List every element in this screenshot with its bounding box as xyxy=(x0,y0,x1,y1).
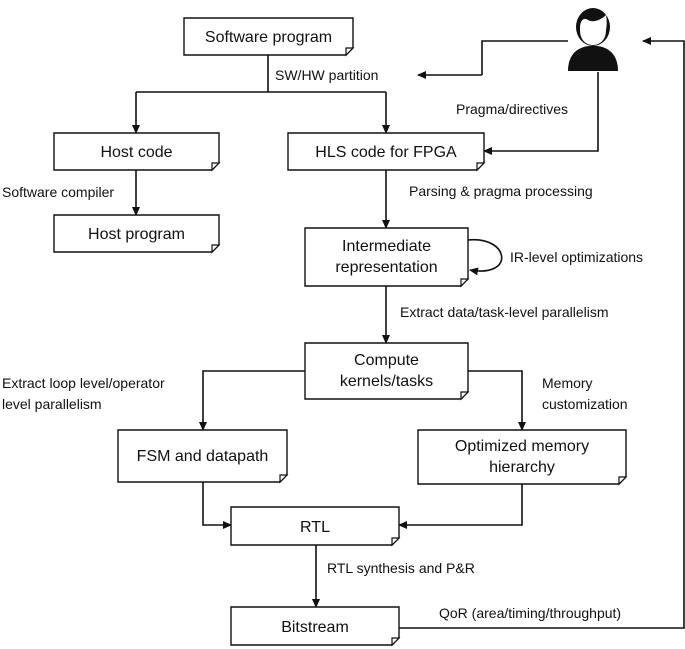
node-compute-label-line1: Compute xyxy=(354,352,419,369)
label-extract-loop-line2: level parallelism xyxy=(2,396,102,412)
node-bitstream-label: Bitstream xyxy=(281,619,349,636)
node-memory-label-line2: hierarchy xyxy=(489,459,555,476)
node-hls-code-label: HLS code for FPGA xyxy=(315,144,457,161)
arrow-fsm-to-rtl xyxy=(202,482,232,529)
edge-labels: SW/HW partition Pragma/directives Softwa… xyxy=(2,67,643,621)
node-host-program: Host program xyxy=(53,214,221,254)
node-hls-code: HLS code for FPGA xyxy=(287,132,486,172)
node-optimized-memory: Optimized memory hierarchy xyxy=(417,429,628,486)
arrow-to-fsm xyxy=(199,370,305,431)
label-qor: QoR (area/timing/throughput) xyxy=(439,605,621,621)
label-sw-hw-partition: SW/HW partition xyxy=(275,67,378,83)
node-host-code: Host code xyxy=(53,132,221,172)
user-icon xyxy=(568,8,618,71)
line-user-to-partition xyxy=(481,40,568,75)
node-intermediate-representation: Intermediate representation xyxy=(304,227,470,288)
arrow-qor-feedback xyxy=(399,37,685,629)
node-rtl-label: RTL xyxy=(300,519,330,536)
label-extract-data-task: Extract data/task-level parallelism xyxy=(400,304,609,320)
node-host-program-label: Host program xyxy=(88,226,185,243)
arrow-to-memory xyxy=(468,370,526,431)
label-ir-optimizations: IR-level optimizations xyxy=(510,249,643,265)
label-memory-customization-line1: Memory xyxy=(542,375,593,391)
node-ir-label-line1: Intermediate xyxy=(342,238,431,255)
label-software-compiler: Software compiler xyxy=(2,184,114,200)
node-rtl: RTL xyxy=(230,506,401,547)
node-ir-label-line2: representation xyxy=(335,259,437,276)
node-compute-kernels: Compute kernels/tasks xyxy=(304,342,470,401)
node-memory-label-line1: Optimized memory xyxy=(455,438,589,455)
label-rtl-synthesis: RTL synthesis and P&R xyxy=(327,560,475,576)
label-memory-customization-line2: customization xyxy=(542,396,628,412)
node-software-program: Software program xyxy=(183,17,355,57)
node-compute-label-line2: kernels/tasks xyxy=(340,373,433,390)
node-fsm-label: FSM and datapath xyxy=(137,448,269,465)
label-pragma-directives: Pragma/directives xyxy=(456,101,568,117)
arrow-ir-self-loop xyxy=(467,239,503,276)
node-host-code-label: Host code xyxy=(100,144,172,161)
node-software-program-label: Software program xyxy=(205,29,332,46)
label-extract-loop-line1: Extract loop level/operator xyxy=(2,375,165,391)
node-bitstream: Bitstream xyxy=(230,606,401,647)
connectors xyxy=(132,37,685,629)
node-fsm-datapath: FSM and datapath xyxy=(117,429,289,484)
arrow-pragma-directives xyxy=(483,72,599,155)
arrow-memory-to-rtl xyxy=(398,484,523,529)
label-parsing-pragma: Parsing & pragma processing xyxy=(409,183,593,199)
